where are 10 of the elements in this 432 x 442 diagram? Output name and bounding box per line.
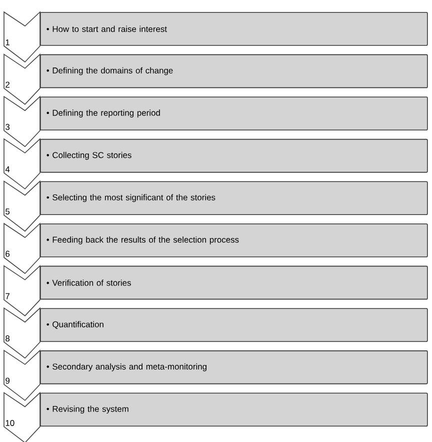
step-box: • Collecting SC stories bbox=[40, 138, 428, 173]
step-box: • Defining the reporting period bbox=[40, 96, 428, 130]
step-box: • How to start and raise interest bbox=[40, 12, 428, 46]
step-box: • Feeding back the results of the selection process bbox=[40, 224, 428, 258]
step-box: • Quantification bbox=[40, 308, 428, 342]
step-box: • Defining the domains of change bbox=[40, 54, 428, 88]
step-box: • Selecting the most significant of the stories bbox=[40, 181, 428, 215]
step-box: • Secondary analysis and meta-monitoring bbox=[40, 350, 428, 384]
step-box: • Verification of stories bbox=[40, 266, 428, 300]
step-box: • Revising the system bbox=[40, 392, 428, 426]
